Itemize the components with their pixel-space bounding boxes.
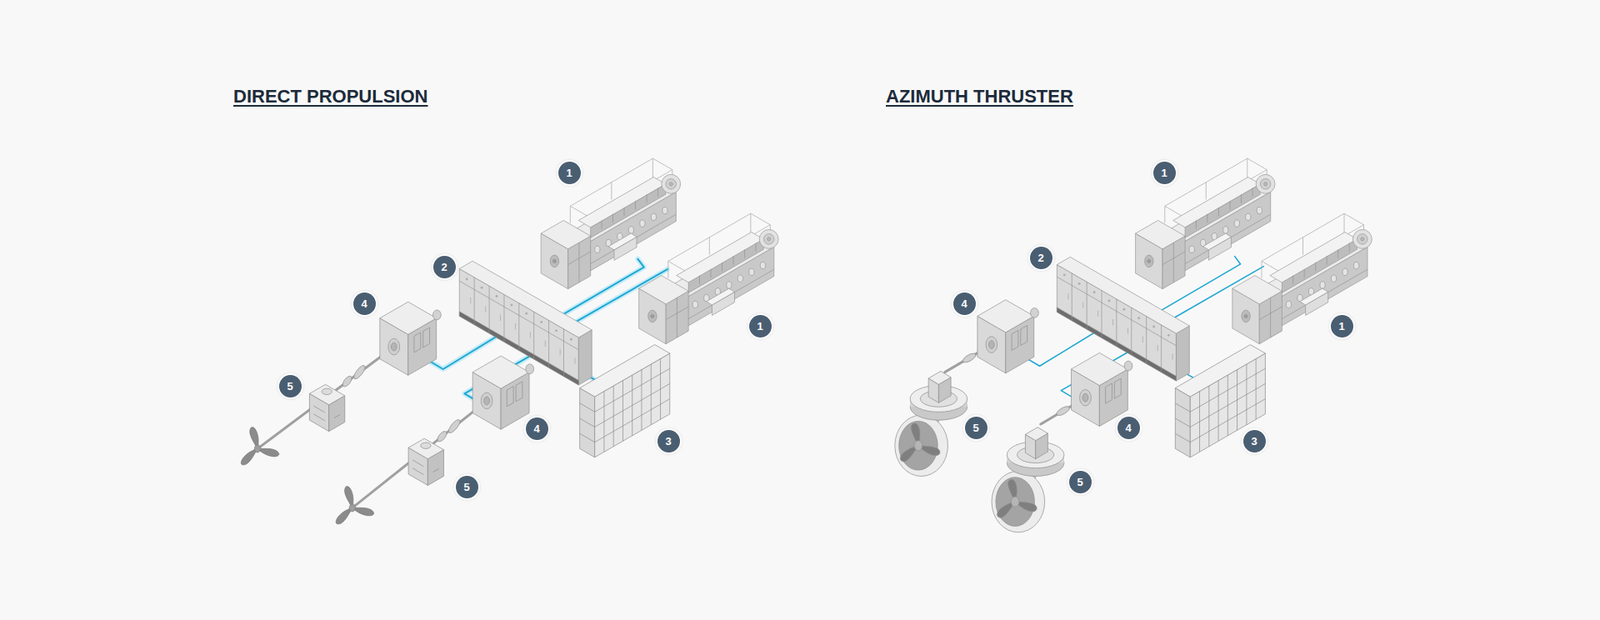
propeller-shafts bbox=[257, 345, 1086, 509]
callout-number: 4 bbox=[525, 417, 549, 440]
azimuth-thruster bbox=[895, 370, 968, 476]
callout-number: 1 bbox=[558, 161, 581, 185]
generator-set bbox=[1135, 158, 1275, 290]
generator-set bbox=[639, 213, 779, 345]
callout-number: 5 bbox=[965, 416, 988, 440]
callout-number: 2 bbox=[433, 255, 456, 279]
electric-motor bbox=[977, 300, 1039, 374]
panel-heading: DIRECT PROPULSION bbox=[233, 85, 428, 108]
electric-motor bbox=[380, 301, 441, 375]
panel-heading: AZIMUTH THRUSTER bbox=[885, 85, 1074, 108]
generator-set bbox=[1232, 213, 1372, 345]
callout-number: 5 bbox=[279, 375, 302, 398]
electric-motor bbox=[1071, 352, 1133, 426]
gearbox bbox=[408, 438, 444, 485]
callout-number: 5 bbox=[1069, 470, 1092, 494]
callout-number: 4 bbox=[953, 292, 976, 315]
callout-number: 1 bbox=[749, 315, 772, 338]
gearbox bbox=[309, 384, 345, 431]
azimuth-thruster bbox=[991, 427, 1065, 533]
callout-number: 4 bbox=[353, 292, 376, 315]
battery-bank bbox=[580, 345, 670, 458]
callout-number: 4 bbox=[1117, 416, 1140, 440]
generator-set bbox=[540, 158, 680, 290]
callout-number: 2 bbox=[1030, 246, 1053, 270]
propeller bbox=[238, 427, 280, 467]
electric-motor bbox=[472, 355, 534, 430]
callout-number: 3 bbox=[1243, 430, 1266, 453]
battery-bank bbox=[1175, 345, 1265, 458]
callout-number: 3 bbox=[657, 430, 680, 453]
callout-number: 1 bbox=[1330, 315, 1354, 338]
callout-number: 5 bbox=[455, 475, 479, 499]
propeller bbox=[333, 486, 375, 526]
callout-number: 1 bbox=[1153, 161, 1176, 185]
